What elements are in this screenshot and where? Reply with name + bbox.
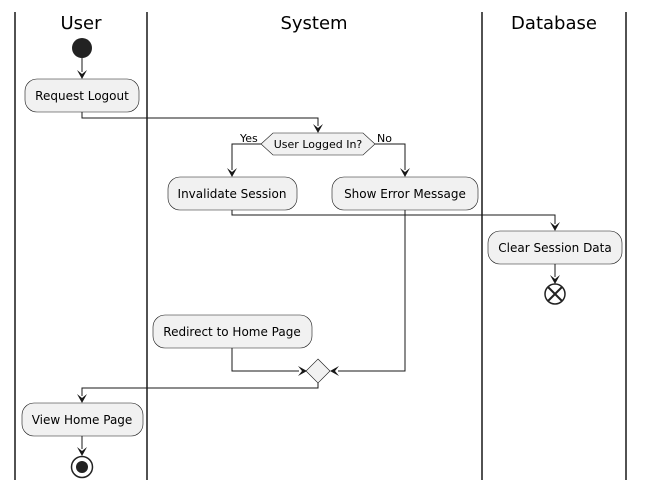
lane-title-system: System (280, 13, 347, 34)
start-node (72, 38, 92, 58)
arrowhead (313, 124, 323, 133)
action-redirect-home-label: Redirect to Home Page (163, 325, 300, 339)
arrowhead (227, 168, 237, 177)
lane-title-database: Database (511, 13, 597, 34)
flow-final-node (544, 283, 566, 305)
arrowhead (330, 366, 339, 376)
action-invalidate-session: Invalidate Session (167, 176, 298, 211)
arrowhead (550, 275, 560, 284)
flow-error-to-merge (338, 210, 406, 372)
flow-no-branch (375, 143, 406, 170)
action-clear-session-data: Clear Session Data (487, 230, 623, 265)
arrowhead (77, 447, 87, 456)
flow-yes-branch (231, 143, 261, 170)
action-show-error-message: Show Error Message (331, 176, 479, 211)
arrowhead (77, 70, 87, 79)
decision-user-logged-in: User Logged In? (260, 132, 376, 156)
lane-title-user: User (60, 13, 102, 34)
flow-invalidate-to-clear (231, 210, 556, 224)
action-view-home-page-label: View Home Page (32, 413, 133, 427)
arrowhead (400, 168, 410, 177)
action-clear-session-data-label: Clear Session Data (498, 241, 611, 255)
action-redirect-home: Redirect to Home Page (152, 314, 313, 349)
merge-node (305, 358, 331, 384)
action-view-home-page: View Home Page (21, 402, 144, 437)
arrowhead (550, 222, 560, 231)
arrowhead (298, 366, 307, 376)
decision-question-label: User Logged In? (274, 138, 363, 151)
action-invalidate-session-label: Invalidate Session (178, 187, 287, 201)
arrowhead (77, 394, 87, 403)
action-request-logout: Request Logout (24, 78, 140, 113)
decision-yes-label: Yes (239, 132, 258, 145)
action-request-logout-label: Request Logout (35, 89, 129, 103)
flow-redirect-to-merge (231, 348, 299, 372)
decision-no-label: No (377, 132, 392, 145)
stop-node (70, 455, 94, 479)
flow-request-to-decision (81, 112, 319, 126)
action-show-error-message-label: Show Error Message (344, 187, 466, 201)
flow-merge-to-view (81, 383, 319, 396)
